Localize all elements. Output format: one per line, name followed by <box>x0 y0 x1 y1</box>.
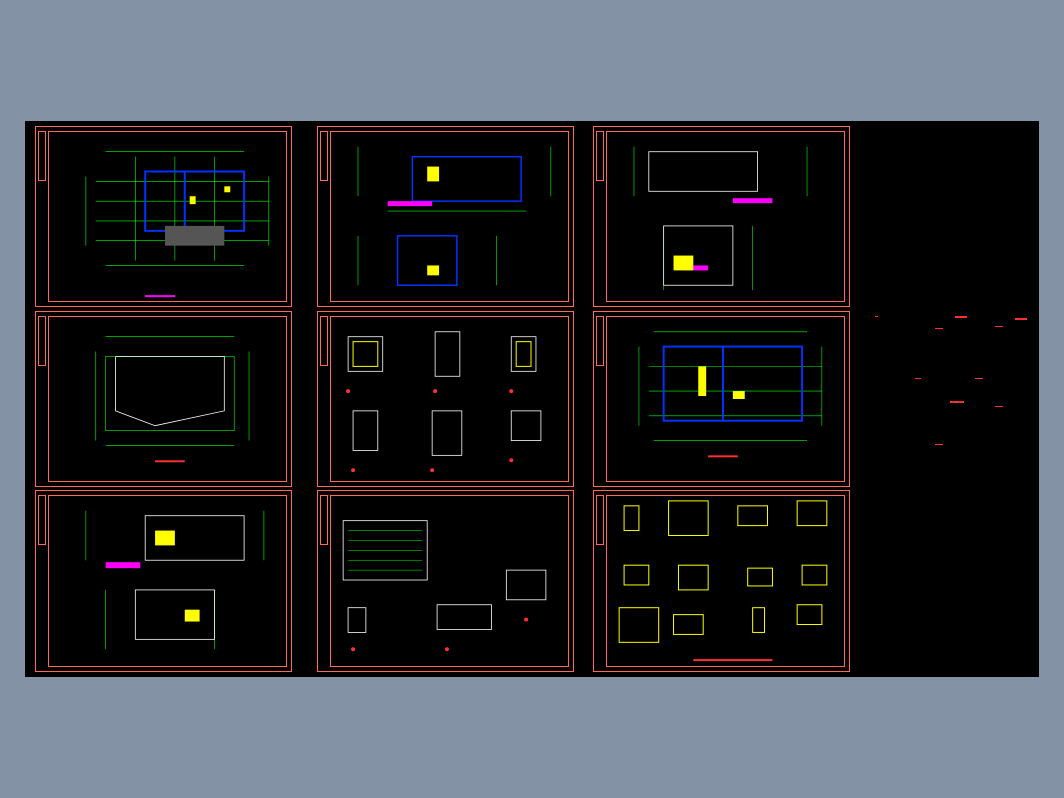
window-details-drawing <box>618 500 828 662</box>
drawing-sheet-stair-details[interactable] <box>317 490 574 672</box>
drawing-sheet-elevations[interactable] <box>35 490 292 672</box>
drawing-sheet-floor-plan-2[interactable] <box>593 311 850 487</box>
roof-plan-drawing <box>95 336 250 463</box>
title-strip <box>320 495 328 545</box>
room-details-drawing <box>346 331 542 473</box>
sheet-frame <box>48 495 287 667</box>
sheet-frame <box>330 131 569 302</box>
title-strip <box>596 131 604 181</box>
drawing-sheet-room-details[interactable] <box>317 311 574 487</box>
drawing-sheet-sections-a[interactable] <box>317 126 574 307</box>
sheet-frame <box>606 316 845 482</box>
title-strip <box>38 316 46 366</box>
floor-plan-drawing <box>638 331 823 458</box>
sheet-frame <box>606 495 845 667</box>
sheet-frame <box>48 316 287 482</box>
annotation-notes <box>875 316 1027 445</box>
drawing-sheet-floor-plan-1[interactable] <box>35 126 292 307</box>
section-drawing <box>357 146 552 286</box>
drawing-sheet-window-details[interactable] <box>593 490 850 672</box>
title-strip <box>320 131 328 181</box>
title-strip <box>320 316 328 366</box>
drawing-sheet-sections-b[interactable] <box>593 126 850 307</box>
title-strip <box>596 316 604 366</box>
sheet-frame <box>330 495 569 667</box>
stair-details-drawing <box>342 520 547 652</box>
title-strip <box>38 131 46 181</box>
sheet-frame <box>48 131 287 302</box>
title-strip <box>596 495 604 545</box>
drawing-sheet-roof-plan[interactable] <box>35 311 292 487</box>
elevation-drawing <box>85 510 265 650</box>
sheet-frame <box>606 131 845 302</box>
floor-plan-drawing <box>85 151 270 298</box>
sheet-frame <box>330 316 569 482</box>
cad-viewport[interactable] <box>25 121 1039 677</box>
section-drawing <box>633 146 808 291</box>
title-strip <box>38 495 46 545</box>
